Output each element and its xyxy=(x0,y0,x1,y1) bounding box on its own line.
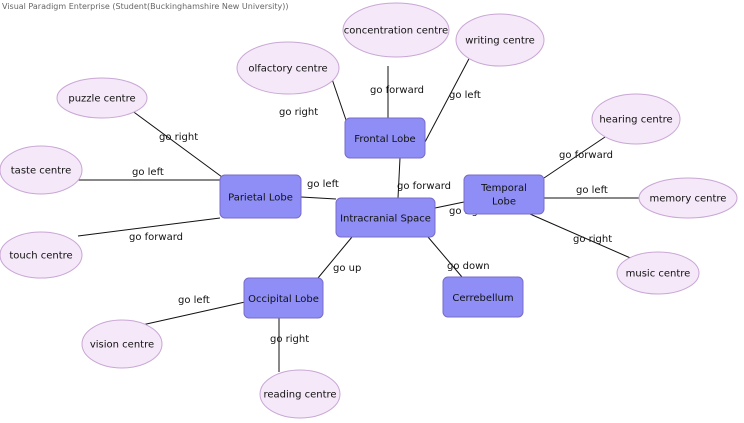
edge-to-temporal xyxy=(434,201,465,209)
node-frontal-lobe[interactable]: Frontal Lobe xyxy=(344,117,426,159)
node-parietal-lobe[interactable]: Parietal Lobe xyxy=(219,174,302,219)
edge-label-occipital-reading: go right xyxy=(270,334,309,345)
node-intracranial-space[interactable]: Intracranial Space xyxy=(335,197,436,238)
node-touch-centre[interactable]: touch centre xyxy=(0,231,83,279)
node-label: Occipital Lobe xyxy=(248,294,319,305)
edge-label-temporal-memory: go left xyxy=(576,185,608,196)
edge-label-frontal-writing: go left xyxy=(449,90,481,101)
edge-frontal-writing xyxy=(424,52,473,143)
node-cerebellum[interactable]: Cerrebellum xyxy=(442,276,524,318)
edge-temporal-music xyxy=(529,213,636,261)
node-taste-centre[interactable]: taste centre xyxy=(0,145,83,195)
edge-label-parietal-puzzle: go right xyxy=(159,132,198,143)
edge-label-occipital-vision: go left xyxy=(178,295,210,306)
node-concentration-centre[interactable]: concentration centre xyxy=(342,2,450,58)
edge-to-parietal xyxy=(300,196,337,200)
node-label: Intracranial Space xyxy=(340,214,431,225)
node-label: reading centre xyxy=(263,390,336,401)
node-label: writing centre xyxy=(465,36,535,47)
node-label: vision centre xyxy=(90,340,154,351)
edges xyxy=(77,52,640,372)
edge-labels: go forward go left go right go up go dow… xyxy=(129,85,613,345)
node-label: Frontal Lobe xyxy=(354,134,415,145)
edge-label-to-cerebellum: go down xyxy=(447,261,490,272)
node-label: memory centre xyxy=(650,194,727,205)
edge-frontal-olfactory xyxy=(330,75,347,121)
node-label: taste centre xyxy=(11,166,71,177)
centre-nodes: concentration centre writing centre olfa… xyxy=(0,2,738,419)
node-writing-centre[interactable]: writing centre xyxy=(455,13,545,67)
node-label: hearing centre xyxy=(599,115,672,126)
edge-to-occipital xyxy=(317,236,353,279)
node-reading-centre[interactable]: reading centre xyxy=(259,369,341,419)
node-label: Parietal Lobe xyxy=(228,193,293,204)
node-memory-centre[interactable]: memory centre xyxy=(638,177,738,219)
edge-parietal-touch xyxy=(77,217,221,237)
node-vision-centre[interactable]: vision centre xyxy=(81,319,163,369)
node-puzzle-centre[interactable]: puzzle centre xyxy=(56,77,148,119)
edge-temporal-hearing xyxy=(543,134,609,179)
lobe-nodes: Intracranial Space Frontal Lobe Parietal… xyxy=(219,117,545,319)
edge-label-temporal-hearing: go forward xyxy=(559,150,613,161)
node-label: concentration centre xyxy=(344,26,448,37)
node-olfactory-centre[interactable]: olfactory centre xyxy=(236,41,340,95)
node-label: touch centre xyxy=(9,251,72,262)
node-music-centre[interactable]: music centre xyxy=(616,251,700,295)
edge-label-frontal-concentration: go forward xyxy=(370,85,424,96)
node-label: olfactory centre xyxy=(248,64,327,75)
edge-parietal-puzzle xyxy=(130,109,223,178)
edge-to-cerebellum xyxy=(427,236,463,278)
edge-label-to-parietal: go left xyxy=(307,179,339,190)
edge-label-parietal-touch: go forward xyxy=(129,232,183,243)
edge-label-to-frontal: go forward xyxy=(397,181,451,192)
node-hearing-centre[interactable]: hearing centre xyxy=(591,93,681,145)
node-label: puzzle centre xyxy=(68,94,135,105)
node-occipital-lobe[interactable]: Occipital Lobe xyxy=(243,277,324,319)
edge-label-frontal-olfactory: go right xyxy=(279,107,318,118)
edge-occipital-vision xyxy=(141,301,246,326)
edge-label-to-occipital: go up xyxy=(333,263,361,274)
edge-to-frontal xyxy=(397,157,401,199)
node-label: Cerrebellum xyxy=(452,293,513,304)
watermark: Visual Paradigm Enterprise (Student(Buck… xyxy=(2,2,289,11)
edge-label-temporal-music: go right xyxy=(573,234,612,245)
node-label: music centre xyxy=(626,269,691,280)
edge-label-parietal-taste: go left xyxy=(132,167,164,178)
